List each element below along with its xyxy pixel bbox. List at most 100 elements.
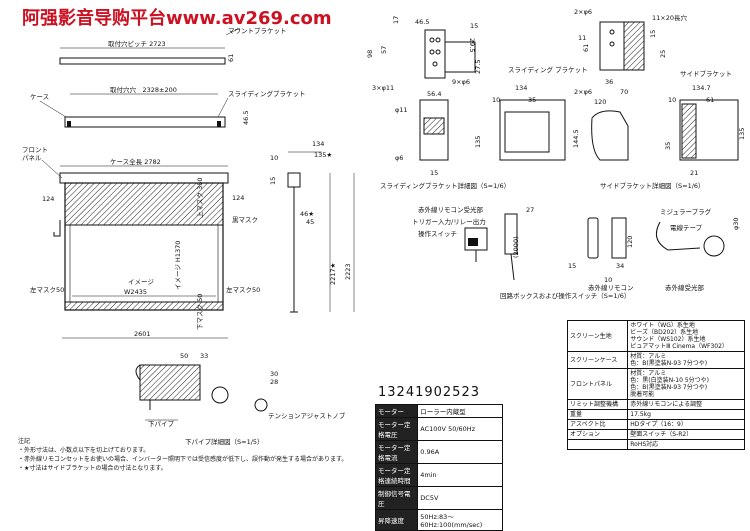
technical-drawing: 阿强影音导购平台www.av269.com 取付穴ピッチ 2723 61 マウン… <box>22 7 746 446</box>
dim-top-mount: 取付穴ピッチ 2723 <box>108 39 166 48</box>
label-tension-knob: テンションアジャストノブ <box>268 411 346 420</box>
label-switch: 操作スイッチ <box>418 229 457 238</box>
dim-side-2217: 2217★ <box>329 262 337 285</box>
dim-sb-134-7: 134.7 <box>692 84 711 92</box>
dim-br-29-5: 29.5 <box>468 38 476 52</box>
dim-rm-120: 120 <box>626 236 634 248</box>
table-row: モーターローラー内蔵型 <box>374 404 503 418</box>
dim-pp-50: 50 <box>180 352 188 360</box>
dim-image-w: W2435 <box>124 288 147 296</box>
label-image-w: イメージ <box>128 278 154 286</box>
note-line: ・外形寸法は、小数点以下を切上げております。 <box>18 447 150 454</box>
table-row: リミット調整機構赤外線リモコンによる調整 <box>566 399 745 410</box>
dim-right-124: 124 <box>232 194 244 202</box>
label-ir-receiver: 赤外線リモコン受光部 <box>418 205 484 214</box>
label-modular-plug: ミジュラープラグ <box>660 207 712 216</box>
dim-rm-10: 10 <box>604 276 612 284</box>
dim-br-d15: 15 <box>430 169 438 177</box>
dim-br-46-5: 46.5 <box>415 18 429 26</box>
dim-side-2223: 2223 <box>344 263 352 280</box>
watermark-text: 阿强影音导购平台www.av269.com <box>22 7 332 29</box>
dim-br-6: φ6 <box>395 154 403 162</box>
spec-table: スクリーン生地ホワイト（WG）系生地 ビーズ（BD202）系生地 サウンド（WS… <box>566 320 745 450</box>
dim-side-46: 46★ <box>300 210 314 218</box>
dim-cb-27: 27 <box>526 206 534 214</box>
dim-side-10: 10 <box>270 154 278 162</box>
label-front-panel-2: パネル <box>22 154 42 162</box>
dim-case-h: 46.5 <box>242 111 250 125</box>
dim-sb-10: 10 <box>668 96 676 104</box>
label-lower-pipe: 下パイプ <box>148 420 175 428</box>
dim-br-17: 17 <box>392 16 400 24</box>
side-bracket-detail: 2×φ6 11×20長穴 61 15 25 11 36 サイドブラケット 134… <box>574 8 746 190</box>
note-line: ・★寸法はサイドブラケットの場合の寸法となります。 <box>18 465 167 472</box>
dim-sb-61: 61 <box>582 44 590 52</box>
dim-side-45: 45 <box>306 218 314 226</box>
dim-sb-21: 21 <box>690 169 698 177</box>
dim-br-9x6: 9×φ6 <box>452 78 470 86</box>
dim-br-11: φ11 <box>395 106 408 114</box>
caption-sliding: スライディングブラケット詳細図（S=1/6） <box>380 181 510 190</box>
pipe-detail: 50 33 28 30 テンションアジャストノブ 下パイプ 下パイプ詳細図（S=… <box>135 352 346 446</box>
dim-sb-d61: 61 <box>706 96 714 104</box>
notes: 注記 ・外形寸法は、小数点以下を切上げております。 ・赤外線リモコンセットをお使… <box>18 437 347 473</box>
dim-br-15: 15 <box>470 22 478 30</box>
dim-right-mask: 左マスク50 <box>226 285 260 294</box>
dim-pp-30: 30 <box>270 370 278 378</box>
dim-side-135: 135★ <box>314 151 332 159</box>
label-slide-bracket: スライディング ブラケット <box>508 65 588 74</box>
caption-side-bracket: サイドブラケット詳細図（S=1/6） <box>600 181 705 190</box>
dim-sb-2x6a: 2×φ6 <box>574 8 592 16</box>
remote-detail: 15 34 120 10 赤外線リモコン ミジュラープラグ 電線テープ φ30 … <box>568 207 740 292</box>
note-line: ・赤外線リモコンセットをお使いの場合、インバーター照明下では受信感度が低下し、誤… <box>18 456 348 463</box>
label-front-panel-1: フロント <box>22 146 48 154</box>
dim-sb-11: 11 <box>578 34 586 42</box>
tag-mount-bracket: マウントブラケット <box>228 26 287 35</box>
dim-br-35: 35 <box>528 96 536 104</box>
dim-br-135: 135 <box>474 136 482 148</box>
dim-cb-2000: (2000) <box>512 236 520 258</box>
caption-control-box: 回路ボックスおよび操作スイッチ（S=1/6） <box>500 291 630 300</box>
caption-remote: 赤外線リモコン <box>588 283 634 292</box>
dim-top-61: 61 <box>227 54 235 62</box>
dim-sb-2x6b: 2×φ6 <box>574 88 592 96</box>
dim-pp-28: 28 <box>270 378 278 386</box>
dim-bottom-mask: 下マスク 50 <box>196 294 204 330</box>
dim-mount-pitch: 取付穴穴 2328±200 <box>110 85 177 94</box>
control-box-detail: 赤外線リモコン受光部 トリガー入力/リレー出力 操作スイッチ 27 (2000)… <box>412 205 630 300</box>
dim-image-h: イメージ H1370 <box>174 241 182 290</box>
dim-left-124: 124 <box>42 195 54 203</box>
caption-pipe: 下パイプ詳細図（S=1/5） <box>185 437 264 446</box>
dim-br-144: 144.5 <box>572 129 580 148</box>
notes-title: 注記 <box>18 438 31 445</box>
dim-top-mask: 上マスク 350 <box>195 178 204 218</box>
dim-sb-70: 70 <box>620 88 628 96</box>
dim-sb-35: 35 <box>664 142 672 150</box>
dim-sb-120: 120 <box>594 98 606 106</box>
dim-total-w: 2601 <box>134 330 151 338</box>
dim-sb-36: 36 <box>605 78 613 86</box>
dim-br-134: 134 <box>515 84 527 92</box>
dim-case-total: ケース全長 2782 <box>110 157 161 166</box>
dim-side-15: 15 <box>269 177 277 185</box>
sliding-bracket-detail: 46.5 17 29.5 15 98 57 9×φ6 27.5 3×φ11 スラ… <box>366 16 588 190</box>
dim-rm-15: 15 <box>568 262 576 270</box>
dim-br-56-4: 56.4 <box>427 90 441 98</box>
dim-br-98: 98 <box>366 50 374 58</box>
caption-receiver: 赤外線受光部 <box>665 283 705 292</box>
dim-left-mask: 左マスク50 <box>30 285 64 294</box>
dim-side-134: 134 <box>312 140 324 148</box>
dim-br-10: 10 <box>492 96 500 104</box>
label-tape: 電線テープ <box>670 223 703 232</box>
label-black-mask: 黒マスク <box>232 216 258 224</box>
label-side-bracket: サイドブラケット <box>680 69 732 78</box>
table-row: フロントパネル材質：アルミ 色：黒(白塗装N-10 5分つや) 色：B(黒塗装N… <box>566 368 745 400</box>
